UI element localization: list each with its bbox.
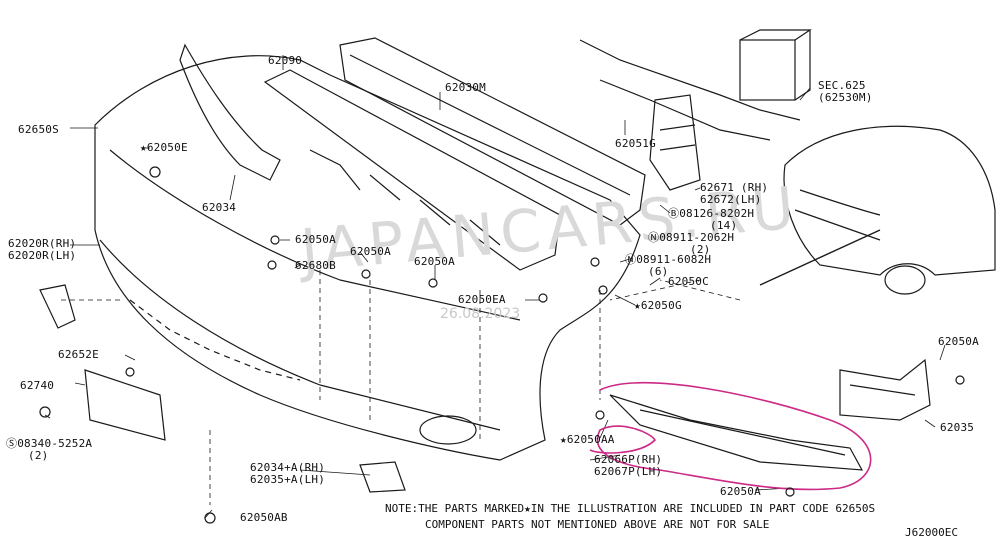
reinforcement-62030m: [339, 37, 646, 226]
bolt-b-icon: Ⓑ: [668, 207, 680, 220]
label-62650s: 62650S: [18, 123, 59, 136]
label-62050a-1: 62050A: [295, 233, 336, 246]
date-stamp: 26.08.2023: [440, 306, 521, 322]
label-62020r-lh: 62020R(LH): [8, 249, 77, 262]
energy-absorber-62090: [263, 69, 561, 271]
finisher-62035: [839, 358, 931, 421]
label-62050a-5: 62050A: [938, 335, 979, 348]
label-62050g: ★62050G: [634, 299, 682, 312]
label-08911-qty: (2): [690, 243, 711, 256]
label-08911b-qty: (6): [648, 265, 669, 278]
label-62740: 62740: [20, 379, 55, 392]
upper-bracket-62034: [179, 43, 281, 181]
label-62030m: 62030M: [445, 81, 486, 94]
bumper-fascia-62650s: [94, 55, 641, 461]
label-62050a-3: 62050A: [414, 255, 455, 268]
label-62066p: 62066P(RH): [594, 453, 663, 466]
label-08911-6082h: Ⓝ08911-6082H: [625, 253, 712, 266]
star-icon: ★: [140, 141, 147, 154]
label-62051g: 62051G: [615, 137, 656, 150]
label-62671: 62671 (RH): [700, 181, 769, 194]
label-62035: 62035: [940, 421, 975, 434]
bracket-62671: [649, 94, 701, 191]
label-62050e: ★62050E: [140, 141, 188, 154]
note-line-2: COMPONENT PARTS NOT MENTIONED ABOVE ARE …: [425, 518, 770, 531]
label-62035a: 62035+A(LH): [250, 473, 326, 486]
label-62050aa: ★62050AA: [560, 433, 615, 446]
label-62034: 62034: [202, 201, 237, 214]
label-62680b: 62680B: [295, 259, 336, 272]
label-62050ab: 62050AB: [240, 511, 288, 524]
label-62050a-4: 62050A: [720, 485, 761, 498]
label-62652e: 62652E: [58, 348, 99, 361]
label-62067p: 62067P(LH): [594, 465, 663, 478]
label-62050ea: 62050EA: [458, 293, 506, 306]
label-sec-625: SEC.625: [818, 79, 866, 92]
note-line-1: NOTE:THE PARTS MARKED★IN THE ILLUSTRATIO…: [385, 502, 876, 515]
label-62090: 62090: [268, 54, 303, 67]
star-icon: ★: [634, 299, 641, 312]
nut-n-icon: Ⓝ: [648, 231, 660, 244]
molding-62066p: [609, 394, 864, 471]
frame-bracket: [739, 39, 796, 101]
label-62050a-2: 62050A: [350, 245, 391, 258]
license-plate-62740: [84, 369, 166, 441]
label-62020r-rh: 62020R(RH): [8, 237, 77, 250]
label-62050c: 62050C: [668, 275, 709, 288]
fog-lamp-opening: [419, 415, 477, 445]
star-icon: ★: [560, 433, 567, 446]
label-08340-5252a: Ⓢ08340-5252A: [6, 437, 93, 450]
highlight-loop-62066p: [589, 381, 872, 491]
screw-s-icon: Ⓢ: [6, 437, 18, 450]
lower-grille-62034a: [359, 461, 406, 493]
side-bracket-62020r: [39, 284, 76, 329]
label-08340-qty: (2): [28, 449, 49, 462]
label-08126-8202h: Ⓑ08126-8202H: [668, 207, 755, 220]
label-62672: 62672(LH): [700, 193, 762, 206]
nut-n-icon: Ⓝ: [625, 253, 637, 266]
label-08126-qty: (14): [710, 219, 738, 232]
label-62034a: 62034+A(RH): [250, 461, 326, 474]
label-sec-62530m: (62530M): [818, 91, 873, 104]
label-08911-2062h: Ⓝ08911-2062H: [648, 231, 735, 244]
vehicle-front-view: [783, 125, 996, 276]
diagram-code: J62000EC: [905, 526, 958, 539]
